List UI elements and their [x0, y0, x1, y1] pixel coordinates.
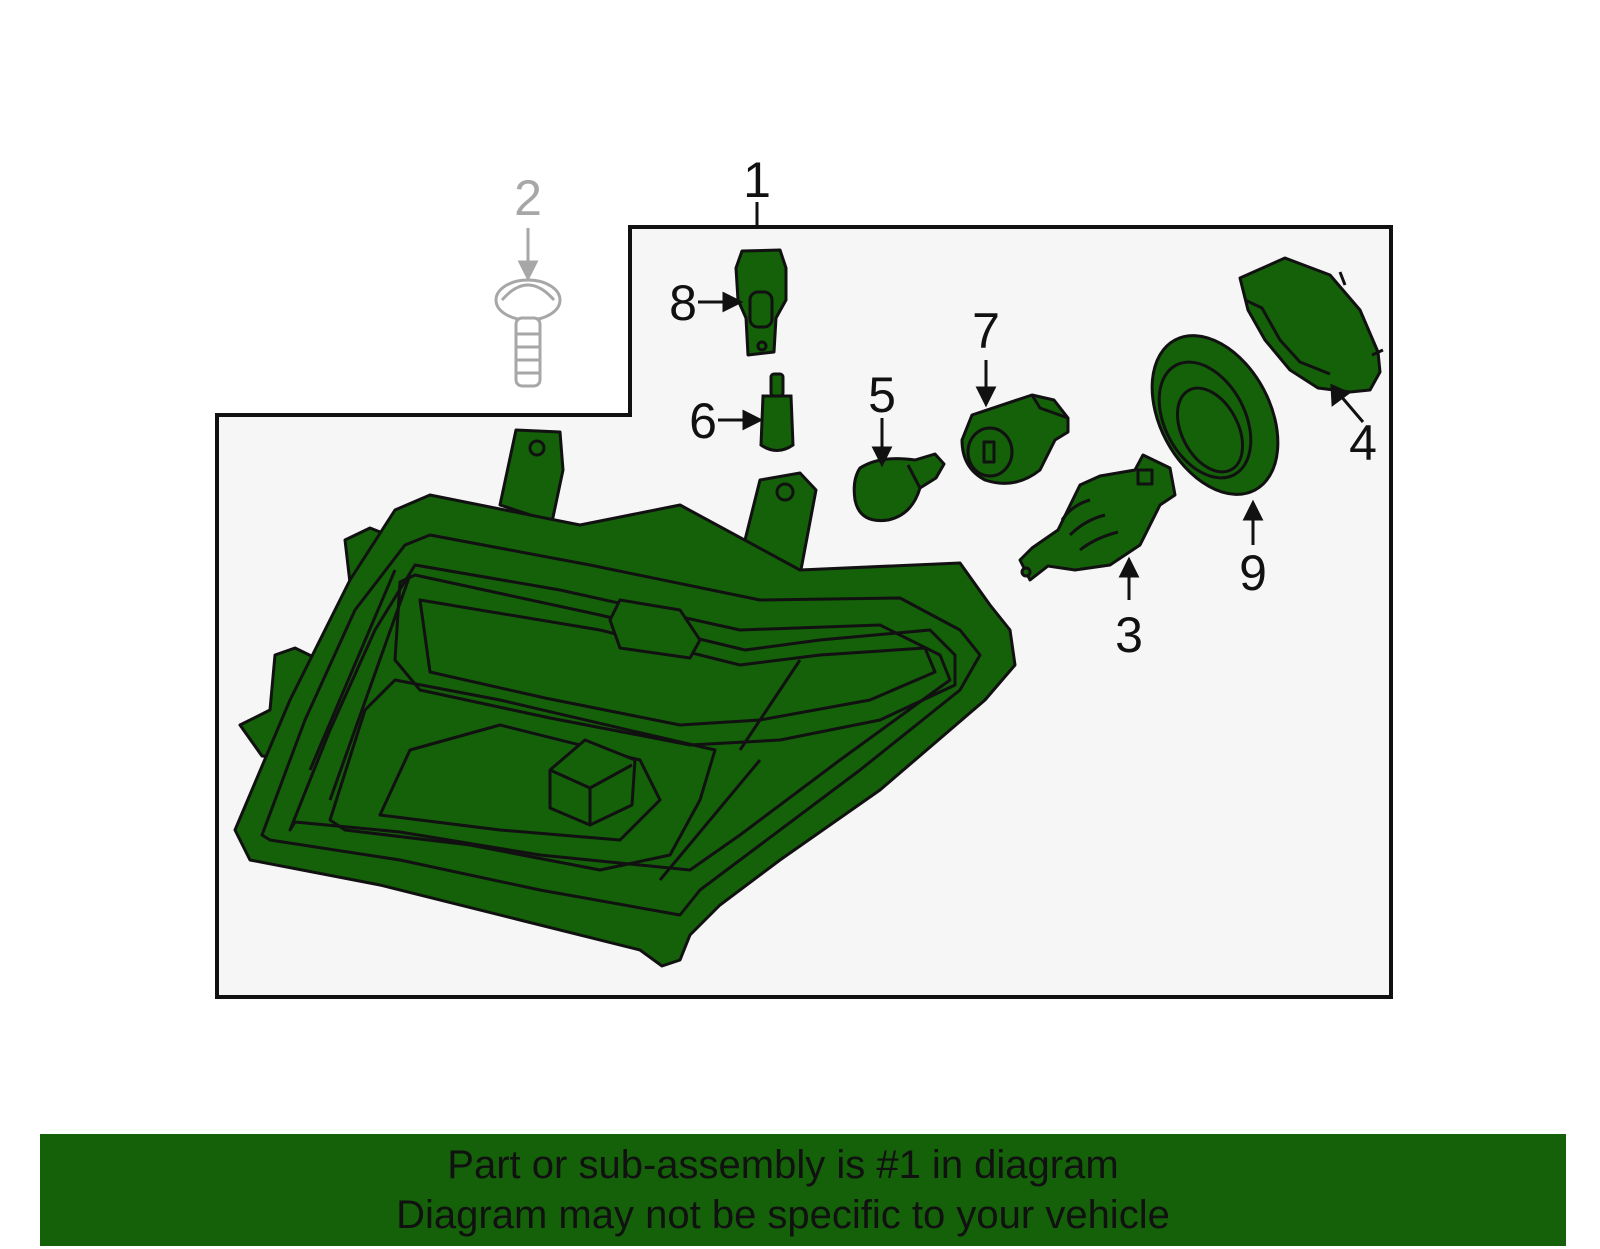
footer-line-1: Part or sub-assembly is #1 in diagram: [447, 1143, 1119, 1187]
bulb-socket[interactable]: [960, 393, 1070, 485]
callout-1-label: 1: [743, 152, 771, 208]
callout-9-arrow: [1242, 499, 1264, 545]
headlamp-assembly[interactable]: [233, 428, 1017, 968]
callout-7-arrow: [975, 360, 997, 408]
callout-6-label: 6: [689, 393, 717, 449]
callout-6-arrow: [718, 409, 764, 431]
callout-4-arrow: [1330, 383, 1365, 423]
headlamp-bulb[interactable]: [1018, 453, 1177, 582]
marker-socket[interactable]: [734, 248, 788, 357]
callout-5-label: 5: [868, 367, 896, 423]
callout-4-label: 4: [1349, 415, 1377, 471]
callout-8-label: 8: [669, 275, 697, 331]
retaining-ring[interactable]: [1238, 256, 1384, 394]
callout-7-label: 7: [972, 303, 1000, 359]
turn-signal-bulb[interactable]: [852, 452, 946, 523]
callout-9-label: 9: [1239, 545, 1267, 601]
footer-line-2: Diagram may not be specific to your vehi…: [396, 1193, 1170, 1237]
callout-8-arrow: [698, 291, 744, 313]
diagram-footer-banner: Part or sub-assembly is #1 in diagram Di…: [40, 1134, 1566, 1246]
callout-2-label: 2: [514, 170, 542, 226]
callout-3-arrow: [1118, 556, 1140, 600]
mounting-bolt[interactable]: [494, 278, 562, 388]
side-marker-bulb[interactable]: [759, 372, 795, 452]
callout-2-arrow: [517, 228, 539, 282]
callout-5-arrow: [871, 418, 893, 468]
dust-cover-seal[interactable]: [1127, 314, 1304, 516]
callout-3-label: 3: [1115, 607, 1143, 663]
